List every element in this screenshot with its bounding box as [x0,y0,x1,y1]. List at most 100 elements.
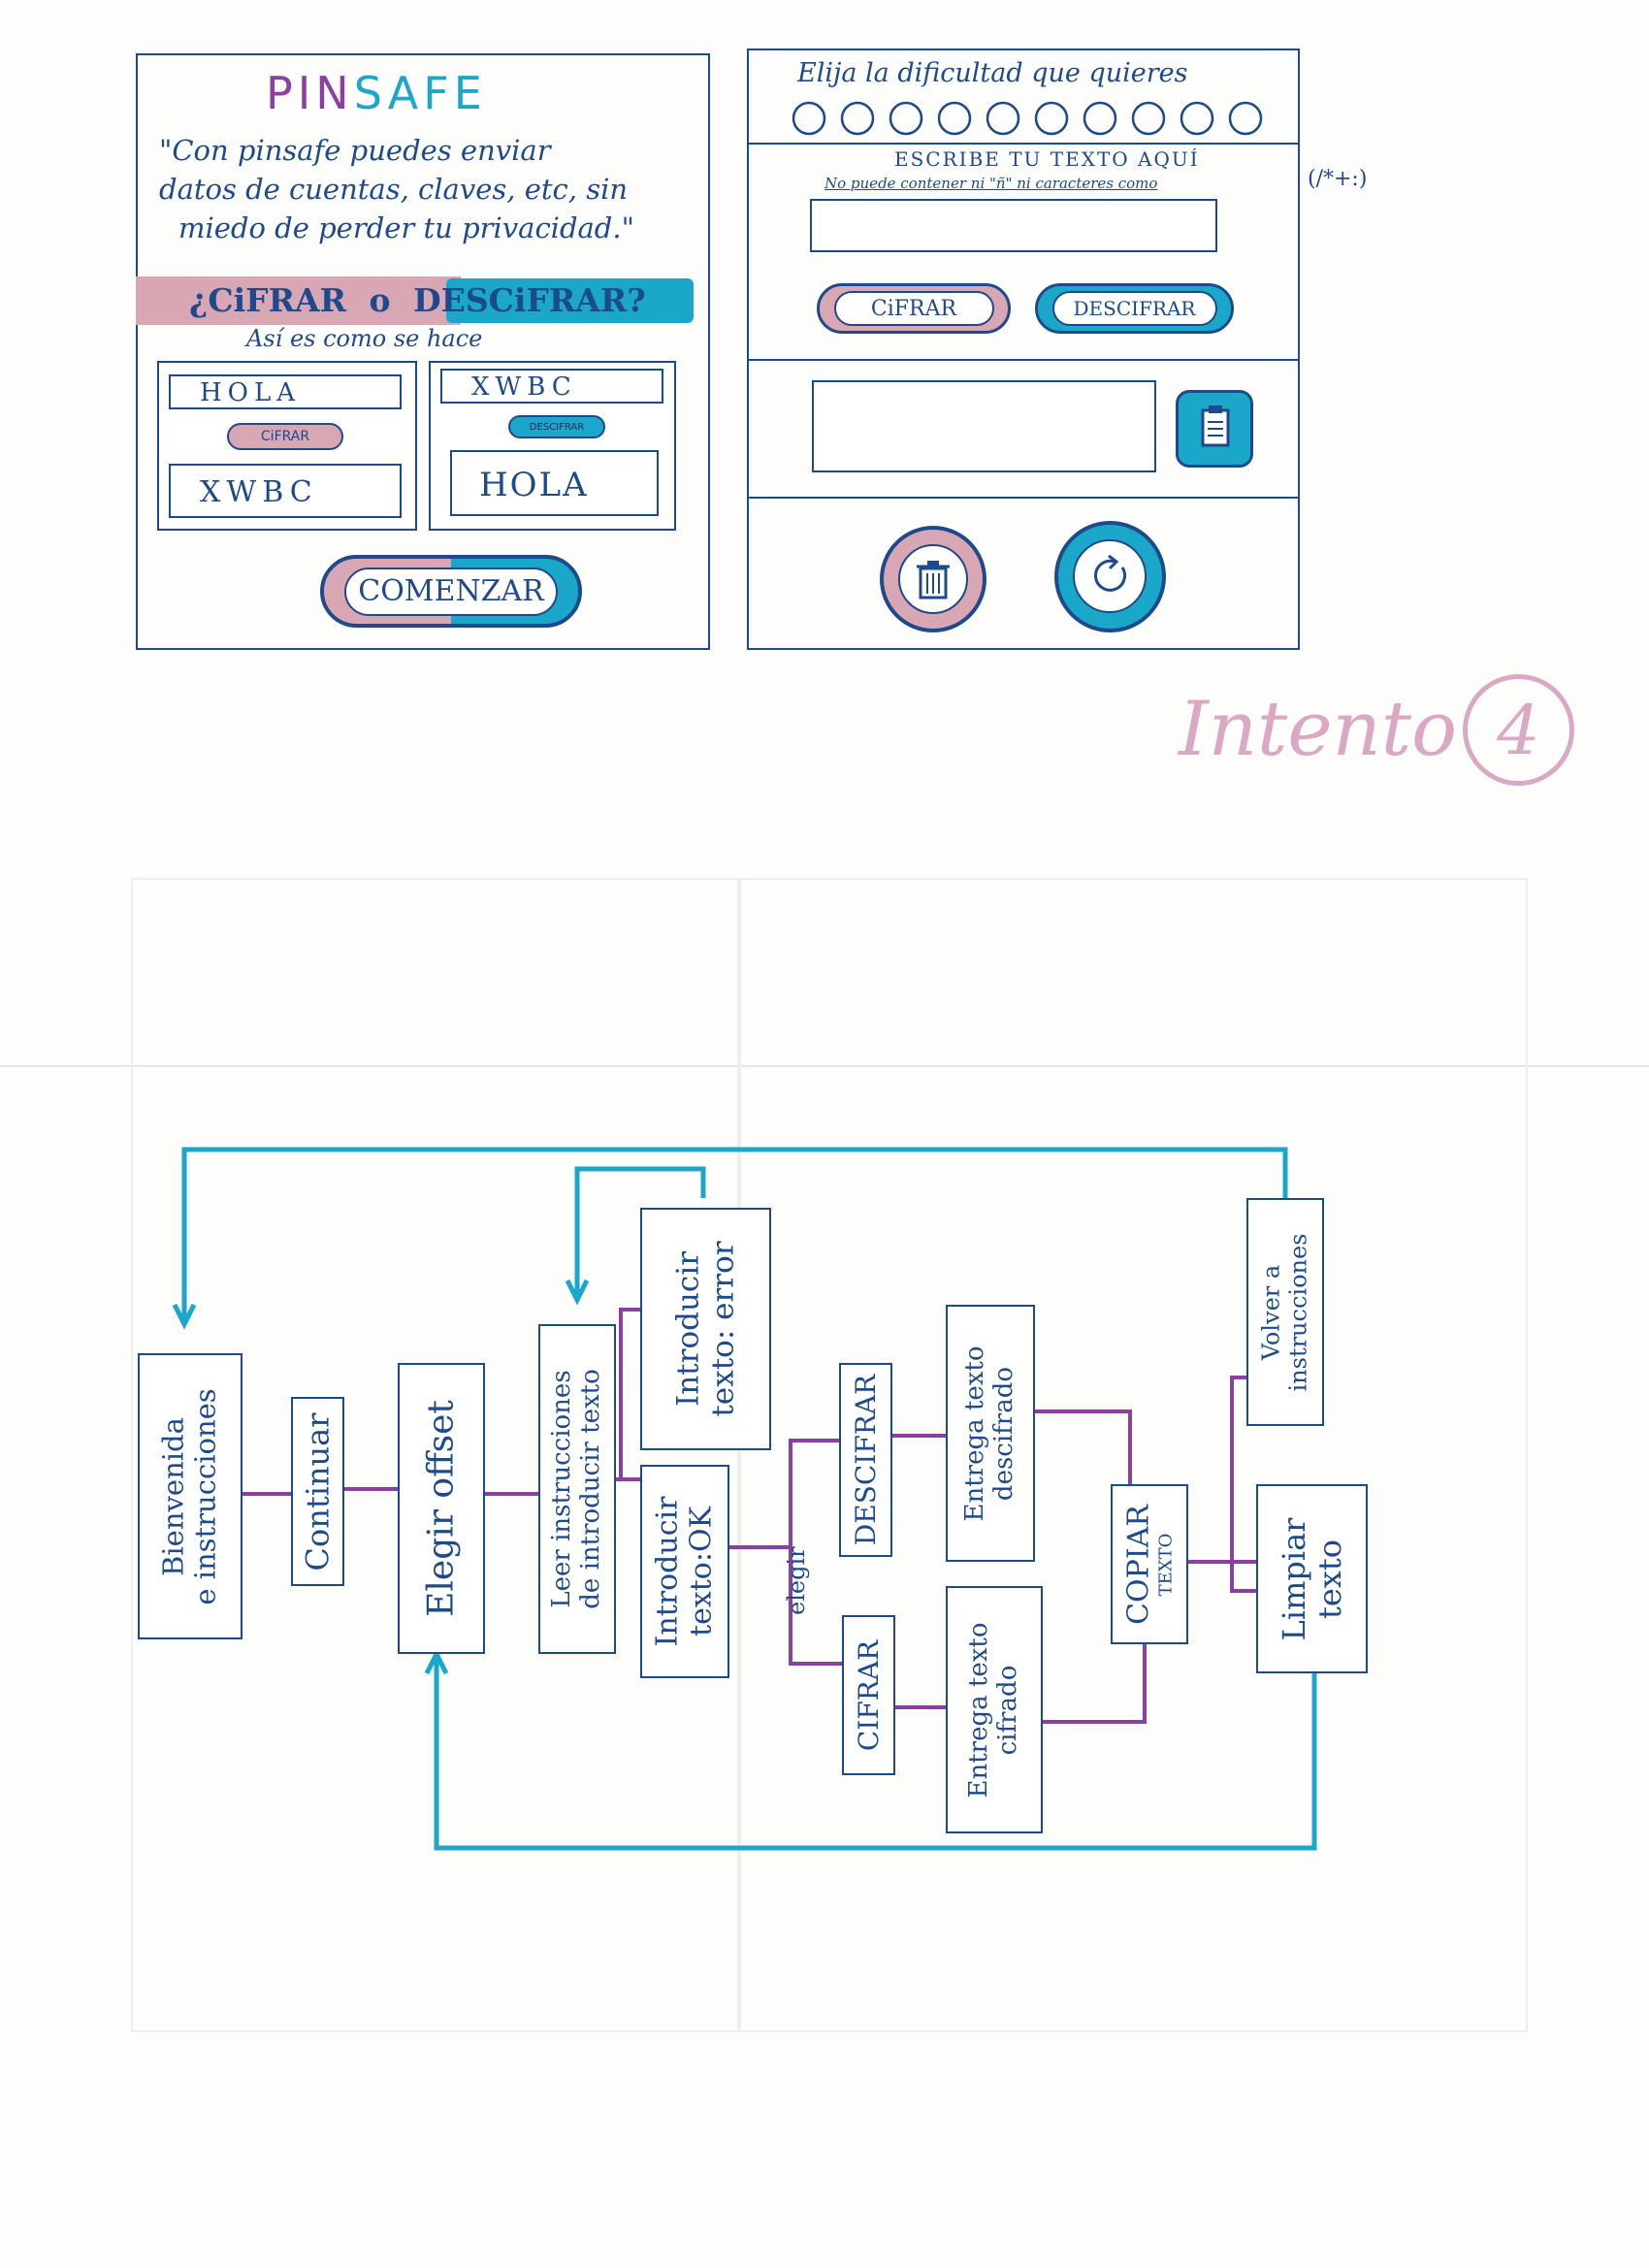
flow-node-cifrar: CIFRAR [842,1615,895,1775]
flow-node-bienvenida-label: Bienvenida e instrucciones [156,1387,222,1605]
start-button-inner: COMENZAR [344,567,558,616]
start-button-label: COMENZAR [358,574,544,608]
how-it-works-subtitle: Así es como se hace [246,325,483,352]
flow-node-entrega-cifrado-label: Entrega texto cifrado [964,1622,1022,1798]
mode-question: ¿CiFRAR o DESCiFRAR? [189,281,646,319]
example-encrypt-button-label: CiFRAR [260,429,310,444]
flow-node-elegir-offset-label: Elegir offset [421,1400,462,1617]
flow-node-cifrar-label: CIFRAR [852,1639,885,1751]
welcome-screen-sketch: PINSAFE "Con pinsafe puedes enviar datos… [136,53,710,650]
attempt-number-circle: 4 [1463,674,1574,786]
section-divider-1 [749,143,1298,145]
copiar-main-label: COPIAR [1121,1504,1156,1625]
example-decrypt-output-text: HOLA [479,466,589,504]
flow-node-texto-ok: Introducir texto:OK [640,1465,729,1678]
flow-node-descifrar: DESCIFRAR [839,1363,892,1557]
flow-node-leer-instrucciones: Leer instrucciones de introducir texto [538,1324,616,1654]
flow-node-continuar: Continuar [291,1397,344,1586]
quote-line-2: datos de cuentas, claves, etc, sin [159,173,629,206]
clear-text-button[interactable] [880,526,986,632]
difficulty-option-9[interactable] [1180,101,1214,136]
back-to-instructions-button[interactable] [1054,521,1166,632]
section-divider-3 [749,497,1298,499]
clipboard-icon [1201,405,1230,447]
difficulty-label: Elija la dificultad que quieres [797,58,1188,88]
return-loops [172,1147,1317,1851]
flow-node-entrega-descifrado-label: Entrega texto descifrado [960,1345,1018,1521]
example-encrypt-output: XWBC [169,464,402,518]
example-decrypt-button-label: DESCIFRAR [529,421,585,433]
difficulty-option-2[interactable] [840,101,875,136]
descifrar-button-inner: DESCIFRAR [1051,291,1217,326]
difficulty-option-4[interactable] [937,101,972,136]
bleed-through-frame [131,878,1528,2032]
paper-fold-line [0,1065,1649,1067]
example-encrypt-output-text: XWBC [200,475,318,509]
flow-node-volver: Volver a instrucciones [1246,1198,1324,1426]
example-encrypt-input: HOLA [169,374,402,409]
flow-node-volver-label: Volver a instrucciones [1257,1232,1311,1392]
flow-node-texto-error: Introducir texto: error [640,1208,771,1450]
mode-question-band: ¿CiFRAR o DESCiFRAR? [136,276,710,325]
flow-node-bienvenida: Bienvenida e instrucciones [138,1353,242,1639]
quote-line-3: miedo de perder tu privacidad." [178,211,634,244]
cifrar-button-label: CiFRAR [870,296,957,321]
logo-safe: SAFE [353,67,487,119]
difficulty-option-5[interactable] [986,101,1020,136]
descifrar-highlight [446,278,694,323]
descifrar-button[interactable]: DESCIFRAR [1035,283,1234,334]
flow-node-limpiar: Limpiar texto [1256,1484,1368,1673]
flow-node-texto-ok-label: Introducir texto:OK [650,1496,719,1647]
flow-choice-elegir: elegir [783,1546,810,1615]
flow-node-descifrar-label: DESCIFRAR [849,1374,882,1546]
trash-icon [898,544,968,614]
attempt-label: Intento 4 [1179,674,1576,800]
difficulty-option-3[interactable] [889,101,923,136]
difficulty-option-7[interactable] [1083,101,1117,136]
write-prompt: ESCRIBE TU TEXTO AQUÍ [894,147,1200,171]
difficulty-option-1[interactable] [792,101,826,136]
difficulty-circles [792,101,1263,136]
example-decrypt-input: XWBC [440,369,663,404]
intro-quote: "Con pinsafe puedes enviar datos de cuen… [159,131,634,247]
logo-pin: PIN [266,67,354,119]
descifrar-button-label: DESCIFRAR [1073,297,1196,320]
cipher-screen-sketch: Elija la dificultad que quieres ESCRIBE … [747,49,1300,650]
bleed-through-frame-inner [737,878,741,2032]
cifrar-button[interactable]: CiFRAR [817,283,1011,334]
restriction-chars: (/*+:) [1308,167,1368,191]
flow-node-copiar-label: COPIAR TEXTO [1121,1504,1176,1625]
flow-node-entrega-descifrado: Entrega texto descifrado [946,1305,1035,1562]
question-descifrar: DESCiFRAR? [413,281,646,319]
quote-line-1: "Con pinsafe puedes enviar [159,134,551,167]
difficulty-option-6[interactable] [1034,101,1069,136]
flow-node-entrega-cifrado: Entrega texto cifrado [946,1586,1043,1833]
restriction-note: No puede contener ni "ñ" ni caracteres c… [824,175,1158,192]
example-decrypt-output: HOLA [450,450,659,516]
flow-node-continuar-label: Continuar [299,1411,337,1571]
example-encrypt-button: CiFRAR [227,423,343,450]
flow-node-texto-error-label: Introducir texto: error [669,1241,740,1417]
question-cifrar: ¿CiFRAR [189,281,347,319]
flow-node-elegir-offset: Elegir offset [398,1363,485,1654]
example-encrypt-card: HOLA CiFRAR XWBC [157,361,417,531]
difficulty-option-10[interactable] [1228,101,1263,136]
flow-node-copiar: COPIAR TEXTO [1111,1484,1188,1644]
section-divider-2 [749,359,1298,361]
copy-clipboard-button[interactable] [1176,390,1253,468]
attempt-number: 4 [1497,690,1540,770]
cifrar-highlight [136,276,461,325]
refresh-icon [1073,539,1147,613]
app-logo: PINSAFE [266,67,487,119]
copiar-sub-label: TEXTO [1154,1533,1176,1596]
attempt-text: Intento [1179,686,1458,773]
text-input-field[interactable] [810,199,1217,252]
difficulty-option-8[interactable] [1131,101,1166,136]
result-output-field [812,380,1156,472]
cifrar-button-inner: CiFRAR [833,291,994,326]
example-encrypt-input-text: HOLA [200,378,302,407]
example-decrypt-card: XWBC DESCIFRAR HOLA [429,361,676,531]
start-button[interactable]: COMENZAR [320,555,582,628]
question-o: o [369,281,391,319]
